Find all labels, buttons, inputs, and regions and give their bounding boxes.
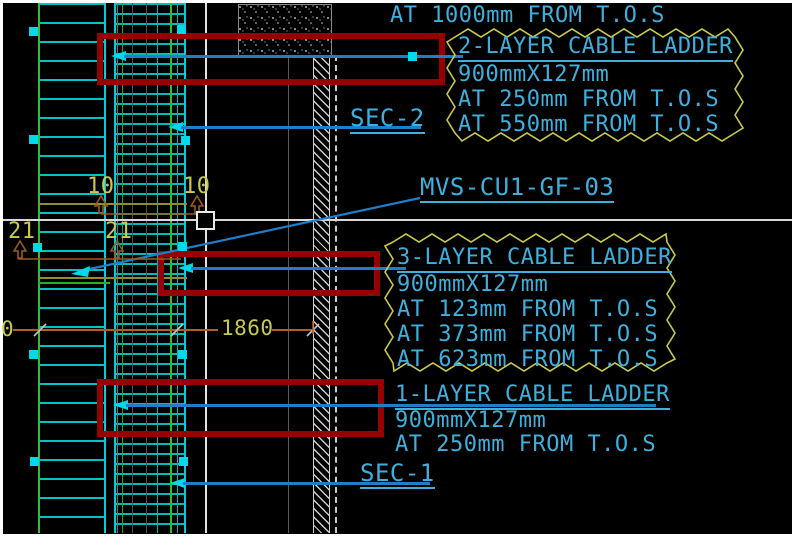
note-3layer-size: 900mmX127mm xyxy=(397,272,549,297)
dimension-text-left: 0 xyxy=(1,317,15,341)
grip-handle[interactable] xyxy=(178,350,187,359)
highlight-box-2layer xyxy=(97,33,445,85)
note-2layer-title: 2-LAYER CABLE LADDER xyxy=(458,36,733,62)
leader-sec2 xyxy=(181,126,421,129)
grip-handle[interactable] xyxy=(178,242,187,251)
grip-handle[interactable] xyxy=(29,350,38,359)
note-3layer-offset: AT 123mm FROM T.O.S xyxy=(397,297,659,322)
leader-1layer xyxy=(126,404,656,407)
note-3layer-title: 3-LAYER CABLE LADDER xyxy=(397,247,672,273)
grip-handle[interactable] xyxy=(33,243,42,252)
grip-handle[interactable] xyxy=(181,136,190,145)
level-callout-21b: 21 xyxy=(105,219,133,244)
leader-arrow xyxy=(168,122,183,132)
leader-arrow xyxy=(113,400,128,410)
tos-reference-line xyxy=(38,277,187,279)
level-callout-21a: 21 xyxy=(8,219,36,244)
green-reference-line xyxy=(38,282,110,284)
highlight-box-3layer xyxy=(158,251,380,296)
label-sec2: SEC-2 xyxy=(350,104,425,134)
label-sec1: SEC-1 xyxy=(360,459,435,489)
dimension-text: 1860 xyxy=(221,316,274,340)
grid-line-vertical xyxy=(288,40,289,533)
grip-handle[interactable] xyxy=(408,52,417,61)
grip-handle[interactable] xyxy=(29,27,38,36)
cable-ladder-left-rail-green xyxy=(38,3,40,533)
note-1layer-title: 1-LAYER CABLE LADDER xyxy=(395,384,670,410)
level-callout-10a: 10 xyxy=(87,174,115,199)
grip-handle[interactable] xyxy=(179,457,188,466)
note-3layer-offset: AT 373mm FROM T.O.S xyxy=(397,322,659,347)
label-feeder-tag: MVS-CU1-GF-03 xyxy=(420,173,615,203)
concrete-block xyxy=(238,4,332,56)
leader-arrow xyxy=(170,478,185,488)
note-1layer-size: 900mmX127mm xyxy=(395,408,547,433)
tos-reference-line xyxy=(38,203,187,205)
grip-handle[interactable] xyxy=(29,135,38,144)
level-callout-10b: 10 xyxy=(183,174,211,199)
grip-handle[interactable] xyxy=(177,25,186,34)
leader-3layer xyxy=(191,267,406,270)
highlight-box-1layer xyxy=(97,379,384,437)
leader-2layer xyxy=(124,55,463,58)
leader-arrow xyxy=(111,51,126,61)
note-3layer-offset: AT 623mm FROM T.O.S xyxy=(397,347,659,372)
grip-handle[interactable] xyxy=(30,457,39,466)
cable-ladder-left-rungs xyxy=(39,3,105,533)
note-2layer-size: 900mmX127mm xyxy=(458,62,610,87)
note-1layer-offset: AT 250mm FROM T.O.S xyxy=(395,432,657,457)
note-2layer-offset: AT 250mm FROM T.O.S xyxy=(458,87,720,112)
dimension-line xyxy=(272,329,314,331)
dimension-line xyxy=(13,329,218,331)
section-marker-box xyxy=(196,211,215,230)
note-2layer-offset: AT 550mm FROM T.O.S xyxy=(458,112,720,137)
leader-sec1 xyxy=(183,482,430,485)
note-top-offset: AT 1000mm FROM T.O.S xyxy=(390,3,665,28)
